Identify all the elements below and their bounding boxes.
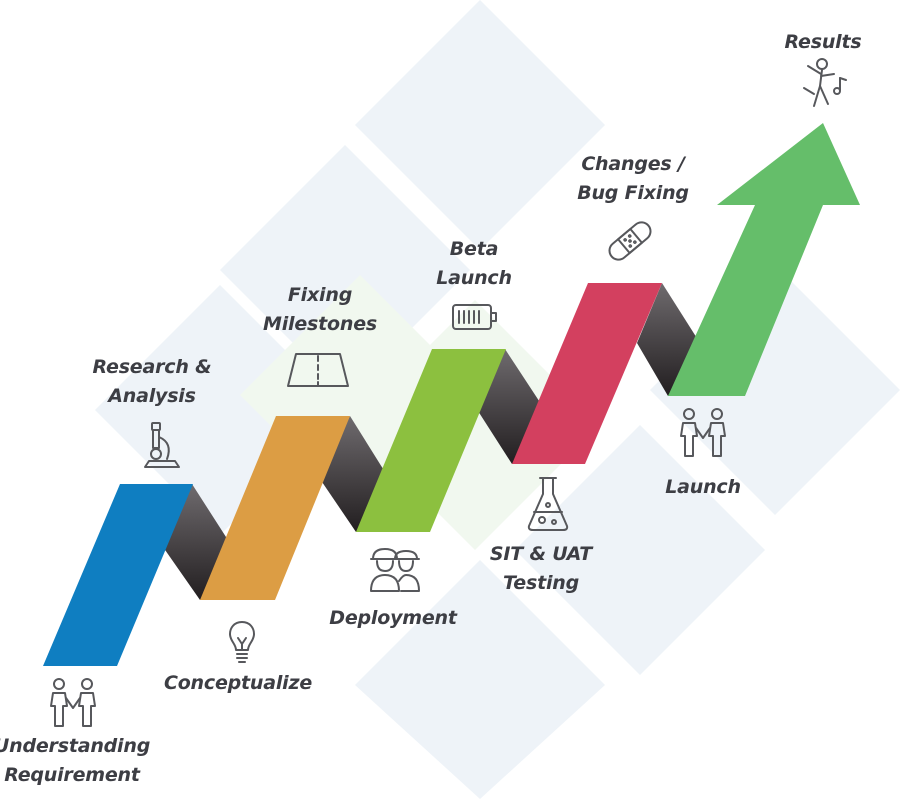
- step-label-milestones: Fixing Milestones: [263, 281, 377, 339]
- step-label-conceptualize: Conceptualize: [164, 669, 312, 698]
- step-label-line: Results: [784, 31, 862, 53]
- step-label-beta: Beta Launch: [436, 235, 512, 293]
- workers-icon: [369, 547, 421, 593]
- ribbon-segments: [43, 123, 860, 666]
- background-diamond: [515, 425, 765, 675]
- background-diamond: [355, 0, 605, 250]
- bandage-icon: [604, 215, 656, 267]
- step-label-line: SIT & UAT: [489, 543, 593, 565]
- dancing-person-icon: [800, 58, 852, 110]
- background-diamonds: [95, 0, 900, 799]
- step-label-line: Analysis: [108, 385, 196, 407]
- step-label-line: Launch: [436, 267, 512, 289]
- step-label-line: Bug Fixing: [577, 182, 689, 204]
- flask-icon: [526, 476, 570, 532]
- step-label-launch: Launch: [665, 473, 741, 502]
- lightbulb-icon: [228, 620, 256, 666]
- background-diamond: [355, 560, 605, 799]
- ribbon-beta: [356, 349, 506, 532]
- step-label-testing: SIT & UAT Testing: [490, 540, 592, 598]
- step-label-line: Milestones: [263, 313, 377, 335]
- results-arrow: [668, 123, 860, 396]
- step-label-research: Research & Analysis: [93, 353, 212, 411]
- step-label-line: Fixing: [287, 284, 353, 306]
- step-label-deployment: Deployment: [329, 604, 457, 633]
- step-label-bugfix: Changes / Bug Fixing: [577, 150, 689, 208]
- step-label-line: Requirement: [4, 764, 140, 786]
- step-label-line: Beta: [449, 238, 499, 260]
- step-label-line: Testing: [502, 572, 580, 594]
- step-label-line: Conceptualize: [163, 672, 313, 694]
- step-label-understanding: Understanding Requirement: [0, 732, 150, 790]
- handshake-icon: [676, 408, 730, 460]
- step-label-line: Understanding: [0, 735, 151, 757]
- step-label-results: Results: [785, 28, 862, 57]
- handshake-icon: [46, 678, 100, 730]
- microscope-icon: [143, 421, 181, 469]
- battery-icon: [452, 304, 498, 330]
- ribbon-conceptualize: [200, 416, 350, 600]
- road-icon: [286, 352, 350, 388]
- ribbon-bugfix: [512, 283, 662, 464]
- step-label-line: Research &: [92, 356, 212, 378]
- step-label-line: Changes /: [581, 153, 685, 175]
- step-label-line: Deployment: [329, 607, 457, 629]
- step-label-line: Launch: [665, 476, 741, 498]
- ribbon-understanding: [43, 484, 193, 666]
